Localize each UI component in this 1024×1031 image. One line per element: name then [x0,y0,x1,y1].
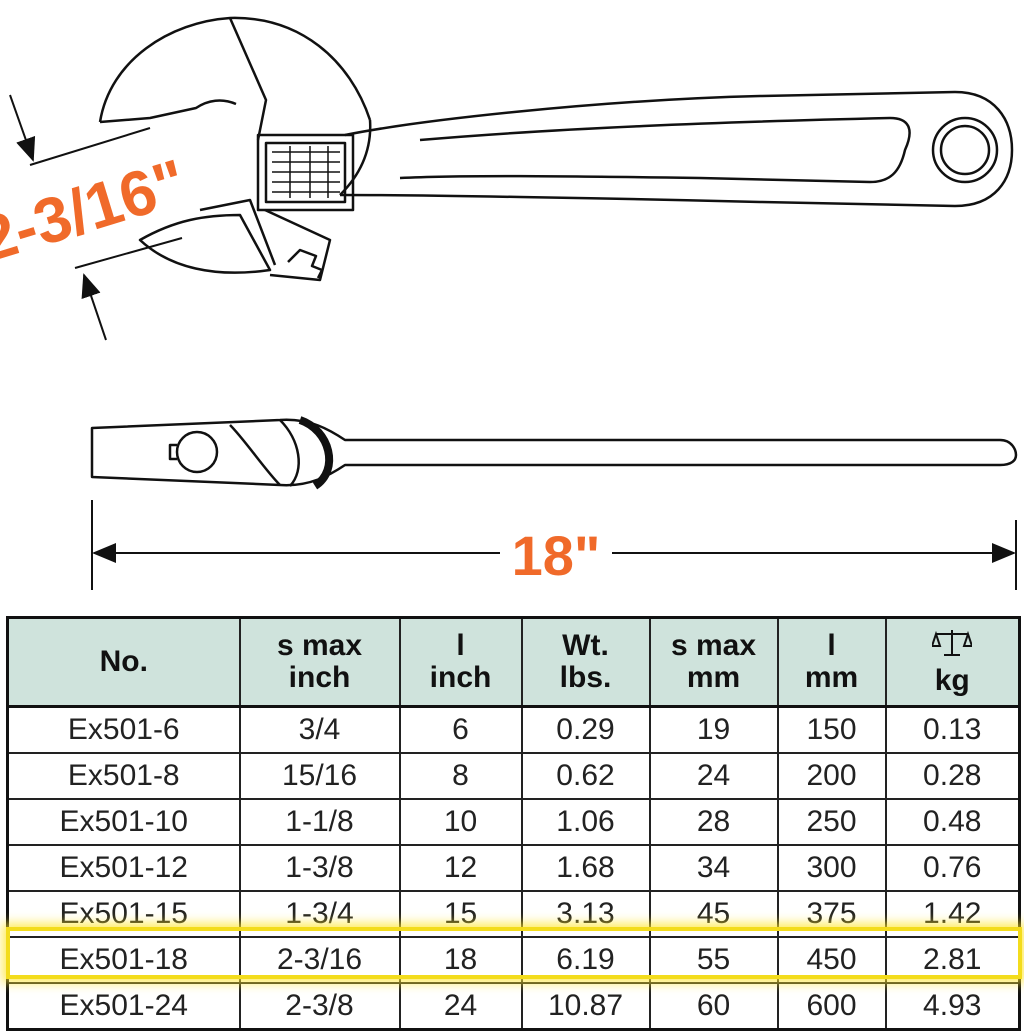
col-weight-kg-header: kg [884,616,1021,708]
cell-length-inch: 12 [398,844,523,892]
cell-length-mm: 150 [776,705,887,754]
cell-weight-lbs: 10.87 [520,982,651,1031]
cell-s-max-mm: 19 [648,705,779,754]
cell-weight-lbs: 3.13 [520,890,651,938]
cell-length-mm: 200 [776,752,887,800]
cell-weight-kg: 0.48 [884,798,1021,846]
col-no-header: No. [6,616,241,708]
wrench-side-view [90,416,1018,490]
cell-weight-kg: 4.93 [884,982,1021,1031]
cell-length-inch: 6 [398,705,523,754]
cell-s-max-mm: 60 [648,982,779,1031]
cell-model-no: Ex501-15 [6,890,241,938]
cell-length-inch: 10 [398,798,523,846]
overall-length-label: 18" [512,524,601,587]
cell-length-inch: 8 [398,752,523,800]
cell-s-max-inch: 2-3/16 [238,936,401,984]
cell-weight-lbs: 1.68 [520,844,651,892]
cell-length-mm: 450 [776,936,887,984]
cell-s-max-inch: 3/4 [238,705,401,754]
cell-weight-lbs: 0.62 [520,752,651,800]
cell-weight-kg: 1.42 [884,890,1021,938]
cell-weight-lbs: 0.29 [520,705,651,754]
cell-length-inch: 24 [398,982,523,1031]
cell-length-mm: 375 [776,890,887,938]
cell-s-max-inch: 1-1/8 [238,798,401,846]
wrench-drawing: 2-3/16" 18" [0,16,1018,590]
cell-weight-lbs: 6.19 [520,936,651,984]
length-dimension [91,500,1017,590]
cell-length-inch: 15 [398,890,523,938]
cell-s-max-mm: 34 [648,844,779,892]
cell-length-mm: 600 [776,982,887,1031]
cell-model-no: Ex501-24 [6,982,241,1031]
cell-weight-kg: 2.81 [884,936,1021,984]
balance-scale-icon [930,629,974,656]
cell-model-no: Ex501-18 [6,936,241,984]
cell-s-max-inch: 1-3/4 [238,890,401,938]
cell-length-mm: 250 [776,798,887,846]
jaw-dimension [9,94,183,341]
cell-s-max-inch: 2-3/8 [238,982,401,1031]
cell-weight-kg: 0.76 [884,844,1021,892]
cell-length-mm: 300 [776,844,887,892]
cell-model-no: Ex501-10 [6,798,241,846]
cell-s-max-mm: 45 [648,890,779,938]
cell-s-max-mm: 24 [648,752,779,800]
cell-length-inch: 18 [398,936,523,984]
cell-s-max-inch: 15/16 [238,752,401,800]
cell-weight-kg: 0.13 [884,705,1021,754]
cell-weight-kg: 0.28 [884,752,1021,800]
col-weight-lbs-header: Wt.lbs. [520,616,651,708]
cell-weight-lbs: 1.06 [520,798,651,846]
cell-s-max-mm: 55 [648,936,779,984]
cell-s-max-mm: 28 [648,798,779,846]
wrench-top-view [98,16,1014,282]
cell-model-no: Ex501-8 [6,752,241,800]
cell-model-no: Ex501-6 [6,705,241,754]
cell-s-max-inch: 1-3/8 [238,844,401,892]
cell-model-no: Ex501-12 [6,844,241,892]
